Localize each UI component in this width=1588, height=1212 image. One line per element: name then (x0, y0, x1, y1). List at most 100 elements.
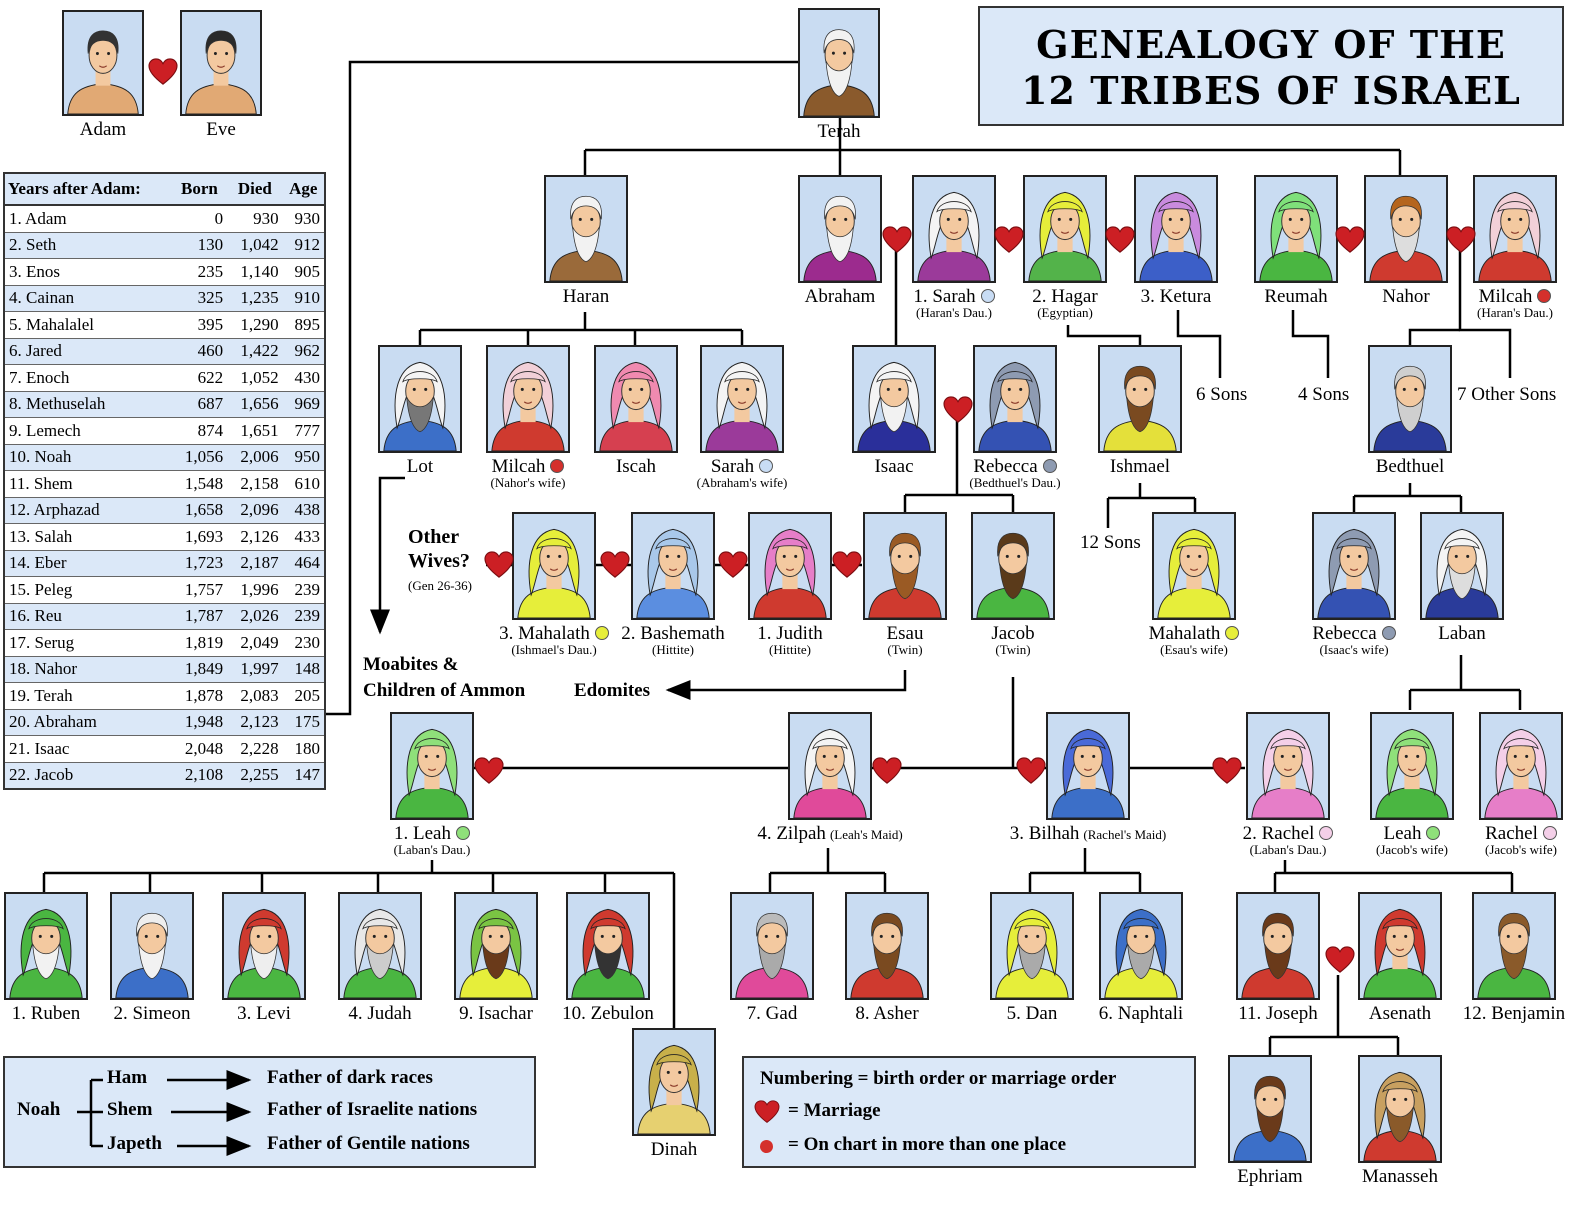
repeat-marker-dot-icon (1319, 826, 1334, 840)
portrait-image (62, 10, 144, 116)
person-relation: (Jacob's wife) (1375, 842, 1448, 857)
portrait-image (990, 892, 1074, 1000)
person-label: 7. Gad (682, 1004, 862, 1023)
person-label: 2. Rachel(Laban's Dau.) (1198, 824, 1378, 857)
person-relation: (Isaac's wife) (1319, 642, 1389, 657)
title-line-2: 12 TRIBES OF ISRAEL (1021, 68, 1521, 113)
portrait-image (338, 892, 422, 1000)
person-label: 8. Asher (797, 1004, 977, 1023)
person-label: 2. Bashemath(Hittite) (583, 624, 763, 657)
portrait-image (222, 892, 306, 1000)
born-year: 2,048 (171, 735, 228, 762)
born-year: 1,693 (171, 523, 228, 550)
person-label: 2. Simeon (62, 1004, 242, 1023)
born-year: 1,878 (171, 682, 228, 709)
person-role: (Rachel's Maid) (1083, 827, 1167, 842)
person-relation: (Haran's Dau.) (916, 305, 992, 320)
person-name: Dinah (650, 1139, 698, 1160)
marriage-heart-icon (882, 226, 912, 254)
person-name: Eve (206, 119, 236, 140)
person-label: 3. Ketura (1086, 287, 1266, 306)
person-label: Nahor (1316, 287, 1496, 306)
person-name: 1. Ruben (11, 1003, 81, 1024)
died-year: 1,422 (227, 337, 283, 365)
person-role: (Leah's Maid) (829, 827, 903, 842)
person-label: 1. Leah(Laban's Dau.) (342, 824, 522, 857)
marriage-heart-icon (1335, 226, 1365, 254)
person-relation: (Nahor's wife) (490, 475, 566, 490)
portrait-image (512, 512, 596, 620)
noah-son-japeth: Japeth (107, 1133, 162, 1154)
patriarch-name: 10. Noah (4, 443, 172, 471)
patriarch-name: 17. Serug (4, 629, 172, 656)
person-name: 2. Hagar (1032, 286, 1098, 307)
other-wives-reference: (Gen 26-36) (408, 578, 472, 593)
repeat-marker-dot-icon (1426, 826, 1441, 840)
person-name: Bedthuel (1375, 456, 1445, 477)
portrait-image (1152, 512, 1236, 620)
person-label: 1. Sarah(Haran's Dau.) (864, 287, 1044, 320)
age-value: 930 (282, 204, 325, 232)
repeat-marker-dot-icon (550, 459, 565, 473)
age-value: 239 (282, 576, 325, 603)
portrait-image (912, 175, 996, 283)
multi-place-key: = On chart in more than one place (788, 1134, 1067, 1155)
died-year: 2,158 (227, 470, 283, 497)
person-label: Laban (1372, 624, 1552, 643)
portrait-image (1358, 892, 1442, 1000)
patriarch-name: 6. Jared (4, 337, 172, 365)
portrait-image (4, 892, 88, 1000)
died-year: 2,187 (227, 549, 283, 577)
portrait-image (544, 175, 628, 283)
born-year: 1,757 (171, 576, 228, 603)
repeat-marker-dot-icon (1537, 289, 1552, 303)
person-name: Esau (886, 623, 924, 644)
person-label: Esau(Twin) (815, 624, 995, 657)
person-name: Abraham (804, 286, 876, 307)
born-year: 1,723 (171, 549, 228, 577)
age-value: 147 (282, 761, 325, 789)
person-label: 11. Joseph (1188, 1004, 1368, 1023)
person-label: 9. Isachar (406, 1004, 586, 1023)
age-value: 464 (282, 549, 325, 577)
died-year: 930 (227, 204, 283, 232)
marriage-key: = Marriage (788, 1100, 881, 1121)
marriage-heart-icon (1016, 757, 1046, 785)
table-header: Died (227, 173, 283, 206)
died-year: 1,996 (227, 576, 283, 603)
marriage-heart-icon (1105, 226, 1135, 254)
age-value: 230 (282, 629, 325, 656)
patriarch-name: 22. Jacob (4, 761, 172, 789)
person-relation: (Abraham's wife) (696, 475, 788, 490)
table-header: Age (282, 173, 325, 206)
portrait-image (1479, 712, 1563, 820)
table-header: Years after Adam: (4, 173, 172, 206)
repeat-marker-dot-icon (759, 459, 774, 473)
patriarch-name: 2. Seth (4, 231, 172, 259)
repeat-marker-dot-icon (1381, 626, 1396, 640)
portrait-image (390, 712, 474, 820)
marriage-heart-icon (872, 757, 902, 785)
died-year: 2,255 (227, 761, 283, 789)
portrait-image (1098, 345, 1182, 453)
person-name: Leah (1383, 823, 1422, 844)
marriage-heart-icon (474, 757, 504, 785)
portrait-image (180, 10, 262, 116)
noah-son-shem: Shem (107, 1099, 153, 1120)
portrait-image (852, 345, 936, 453)
person-name: Adam (79, 119, 127, 140)
person-label: 4. Zilpah(Leah's Maid) (740, 824, 920, 844)
person-relation: (Hittite) (652, 642, 694, 657)
born-year: 622 (171, 364, 228, 391)
died-year: 1,651 (227, 417, 283, 444)
person-label: Iscah (546, 457, 726, 476)
person-name: 1. Leah (394, 823, 451, 844)
person-label: Mahalath(Esau's wife) (1104, 624, 1284, 657)
repeat-marker-dot-icon (455, 826, 470, 840)
patriarch-name: 7. Enoch (4, 364, 172, 391)
age-value: 438 (282, 496, 325, 524)
